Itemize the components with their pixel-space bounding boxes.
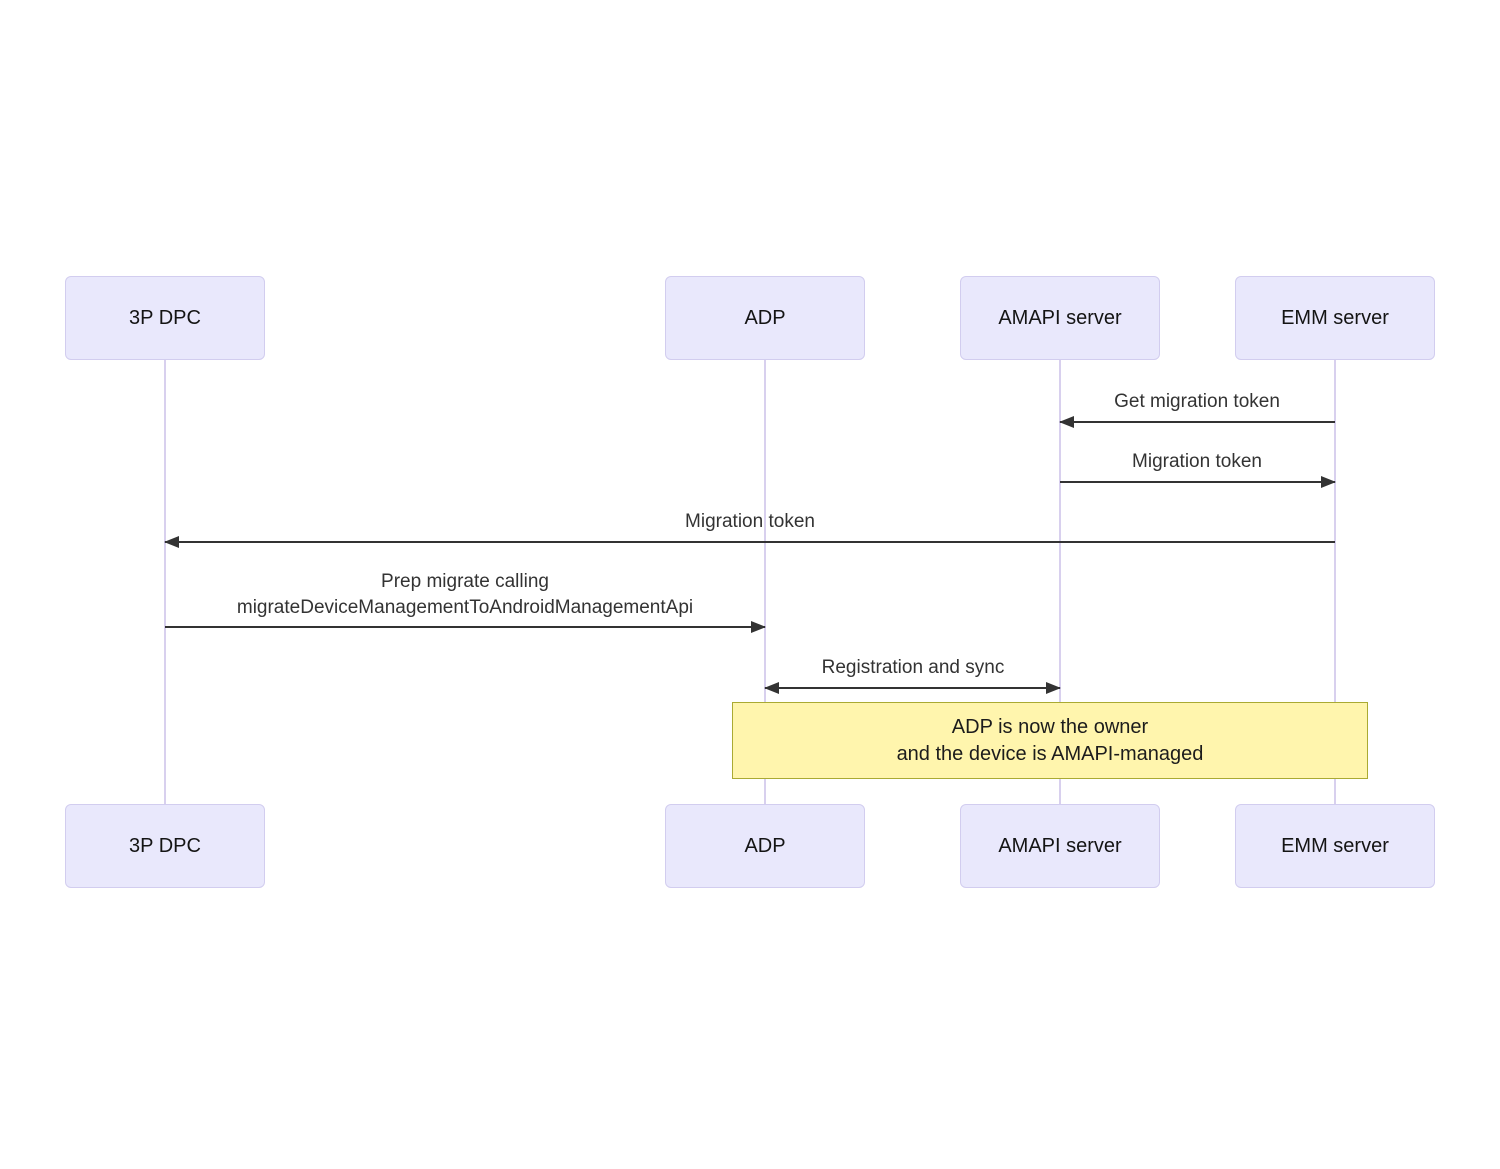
actor-adp-top: ADP	[665, 276, 865, 360]
arrowhead-left-icon	[1059, 416, 1074, 428]
actor-amapi-server-top: AMAPI server	[960, 276, 1160, 360]
arrowhead-left-icon	[764, 682, 779, 694]
message-3-label: Migration token	[685, 511, 815, 532]
message-4-label: Prep migrate calling migrateDeviceManage…	[236, 571, 694, 618]
actor-label: 3P DPC	[129, 306, 201, 329]
message-2-arrow	[1060, 476, 1336, 488]
message-2-label: Migration token	[1132, 451, 1262, 472]
arrowhead-left-icon	[164, 536, 179, 548]
message-5-label: Registration and sync	[821, 657, 1005, 678]
note-adp-owner: ADP is now the owner and the device is A…	[732, 702, 1368, 779]
lifeline-adp	[764, 360, 766, 804]
actor-label: AMAPI server	[998, 306, 1122, 329]
actor-label: ADP	[744, 306, 786, 329]
message-1-label: Get migration token	[1114, 391, 1280, 412]
actor-label: EMM server	[1281, 306, 1389, 329]
actor-label: ADP	[744, 834, 786, 857]
message-5-arrow	[764, 682, 1061, 694]
actor-amapi-server-bottom: AMAPI server	[960, 804, 1160, 888]
lifeline-3p-dpc	[164, 360, 166, 804]
actor-label: AMAPI server	[998, 834, 1122, 857]
actor-label: 3P DPC	[129, 834, 201, 857]
actor-emm-server-bottom: EMM server	[1235, 804, 1435, 888]
actor-label: EMM server	[1281, 834, 1389, 857]
actor-adp-bottom: ADP	[665, 804, 865, 888]
message-1-arrow	[1059, 416, 1335, 428]
arrowhead-right-icon	[1321, 476, 1336, 488]
arrowhead-right-icon	[751, 621, 766, 633]
lifeline-amapi-server	[1059, 360, 1061, 804]
actor-3p-dpc-bottom: 3P DPC	[65, 804, 265, 888]
lifeline-emm-server	[1334, 360, 1336, 804]
actor-emm-server-top: EMM server	[1235, 276, 1435, 360]
actor-3p-dpc-top: 3P DPC	[65, 276, 265, 360]
message-3-arrow	[164, 536, 1335, 548]
arrowhead-right-icon	[1046, 682, 1061, 694]
message-4-arrow	[165, 621, 766, 633]
